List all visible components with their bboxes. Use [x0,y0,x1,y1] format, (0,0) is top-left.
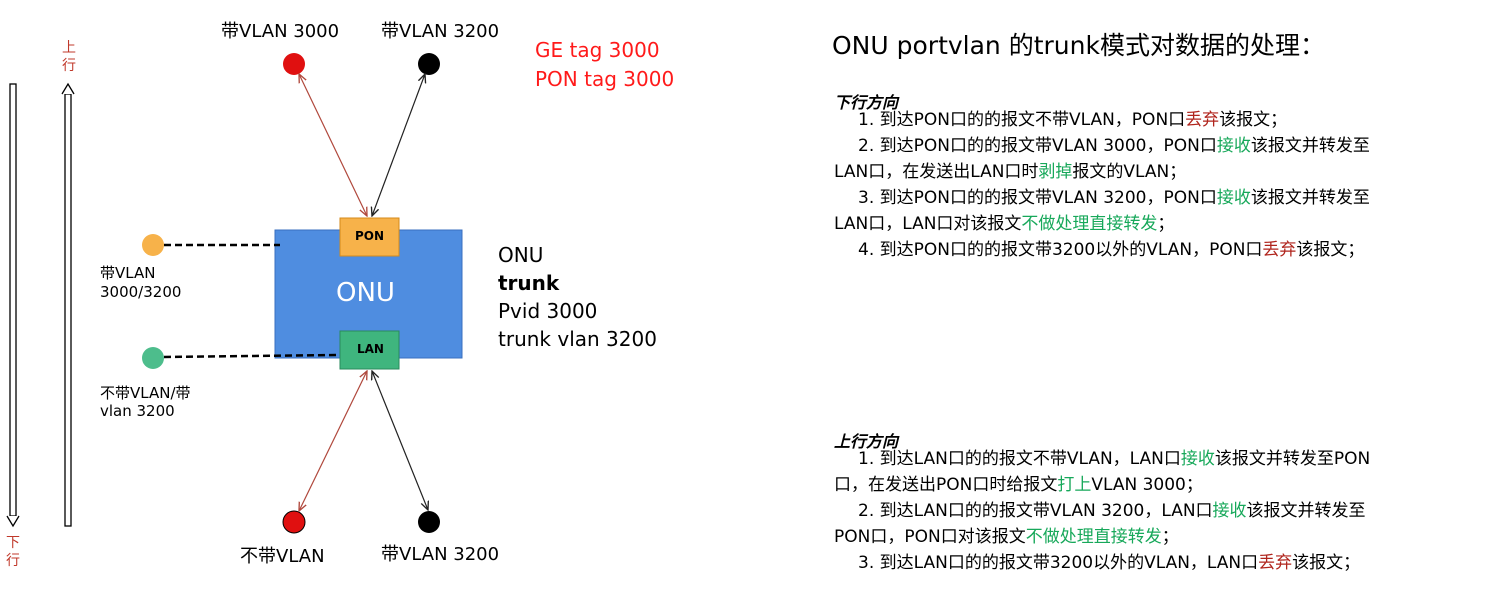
lower-side-node-label-1: 不带VLAN/带 [100,384,191,402]
bottom-left-red-node [282,510,306,534]
top-left-red-node [283,53,305,75]
downlink-rule-3-cont-action: 不做处理直接转发 [1021,214,1158,234]
uplink-rule-1-tail: 该报文并转发至PON [1214,449,1371,469]
onu-info-line1: ONU [498,243,544,267]
downlink-rule-3-text: 3. 到达PON口的的报文带VLAN 3200，PON口 [858,188,1217,208]
uplink-rule-2: 2. 到达LAN口的的报文带VLAN 3200，LAN口接收该报文并转发至 [834,498,1484,524]
downlink-rule-4: 4. 到达PON口的的报文带3200以外的VLAN，PON口丢弃该报文； [834,237,1484,263]
lower-dashed-link [163,353,341,359]
top-left-node-label: 带VLAN 3000 [221,21,340,42]
downlink-rule-4-action: 丢弃 [1262,240,1297,260]
uplink-rule-2-cont-text: PON口，PON口对该报文 [834,527,1026,547]
upper-side-node-label-2: 3000/3200 [100,283,182,301]
downlink-rule-2-cont-action: 剥掉 [1038,162,1073,182]
downlink-rule-3-cont: LAN口，LAN口对该报文不做处理直接转发； [834,211,1484,237]
downlink-rule-1-text: 1. 到达PON口的的报文不带VLAN，PON口 [858,110,1186,130]
downlink-rule-2-text: 2. 到达PON口的的报文带VLAN 3000，PON口 [858,136,1217,156]
onu-info: ONU trunk Pvid 3000 trunk vlan 3200 [498,241,657,353]
bottom-right-black-node [418,511,440,533]
downlink-rule-2-action: 接收 [1216,136,1251,156]
downlink-rule-3-action: 接收 [1216,188,1251,208]
onu-box-label: ONU [336,278,395,308]
bottom-left-arrow [299,371,367,511]
pon-port [339,217,400,257]
uplink-rule-1-cont-tail: VLAN 3000； [1091,475,1203,495]
onu-info-line3: Pvid 3000 [498,299,598,323]
upper-side-orange-node [142,234,164,256]
downlink-rule-3-tail: 该报文并转发至 [1250,188,1370,208]
downlink-rules: 1. 到达PON口的的报文不带VLAN，PON口丢弃该报文； 2. 到达PON口… [834,107,1484,263]
uplink-rule-1-cont: 口，在发送出PON口时给报文打上VLAN 3000； [834,472,1484,498]
uplink-rule-3: 3. 到达LAN口的的报文带3200以外的VLAN，LAN口丢弃该报文； [834,550,1484,576]
bottom-left-node-label: 不带VLAN [240,546,325,567]
top-left-arrow [299,74,367,216]
downlink-label-2: 行 [6,553,20,569]
downlink-arrow [6,83,20,528]
lan-port-label: LAN [357,342,384,356]
downlink-rule-3-cont-tail: ； [1157,214,1175,234]
onu-info-line2: trunk [498,271,560,295]
uplink-label-2: 行 [62,58,76,74]
uplink-rule-2-text: 2. 到达LAN口的的报文带VLAN 3200，LAN口 [858,501,1213,521]
bottom-right-arrow [372,371,428,510]
uplink-rule-2-cont: PON口，PON口对该报文不做处理直接转发； [834,524,1484,550]
pon-port-label: PON [355,229,385,243]
downlink-rule-2-tail: 该报文并转发至 [1250,136,1370,156]
uplink-rule-3-action: 丢弃 [1258,553,1293,573]
uplink-rule-1-action: 接收 [1180,449,1215,469]
uplink-arrow [61,82,75,527]
top-right-node-label: 带VLAN 3200 [381,21,500,42]
onu-diagram [6,53,463,534]
uplink-rule-2-tail: 该报文并转发至 [1246,501,1366,521]
uplink-rules: 1. 到达LAN口的的报文不带VLAN，LAN口接收该报文并转发至PON 口，在… [834,446,1484,576]
downlink-rule-2: 2. 到达PON口的的报文带VLAN 3000，PON口接收该报文并转发至 [834,133,1484,159]
pon-tag-label: PON tag 3000 [535,67,675,91]
uplink-rule-2-cont-action: 不做处理直接转发 [1025,527,1162,547]
bottom-right-node-label: 带VLAN 3200 [381,544,500,565]
uplink-rule-2-action: 接收 [1212,501,1247,521]
uplink-label-1: 上 [62,40,76,56]
uplink-rule-1: 1. 到达LAN口的的报文不带VLAN，LAN口接收该报文并转发至PON [834,446,1484,472]
downlink-rule-3: 3. 到达PON口的的报文带VLAN 3200，PON口接收该报文并转发至 [834,185,1484,211]
uplink-heading: 上行方向 [834,432,899,451]
downlink-rule-4-text: 4. 到达PON口的的报文带3200以外的VLAN，PON口 [858,240,1263,260]
lower-side-node-label-2: vlan 3200 [100,402,175,420]
downlink-rule-2-cont-text: LAN口，在发送出LAN口时 [834,162,1039,182]
uplink-rule-3-tail: 该报文； [1292,553,1361,573]
upper-side-node-label-1: 带VLAN [100,264,156,282]
uplink-rule-2-cont-tail: ； [1161,527,1179,547]
top-right-arrow [372,74,425,216]
onu-info-line4: trunk vlan 3200 [498,327,657,351]
top-right-black-node [418,53,440,75]
uplink-rule-3-text: 3. 到达LAN口的的报文带3200以外的VLAN，LAN口 [858,553,1259,573]
downlink-rule-1-action: 丢弃 [1185,110,1220,130]
downlink-rule-1-tail: 该报文； [1219,110,1288,130]
lan-port [339,330,400,370]
ge-tag-label: GE tag 3000 [535,38,660,62]
uplink-rule-1-cont-text: 口，在发送出PON口时给报文 [834,475,1058,495]
uplink-rule-1-text: 1. 到达LAN口的的报文不带VLAN，LAN口 [858,449,1181,469]
downlink-label-1: 下 [6,535,20,551]
panel-title: ONU portvlan 的trunk模式对数据的处理： [832,31,1325,60]
downlink-rule-3-cont-text: LAN口，LAN口对该报文 [834,214,1022,234]
uplink-rule-1-cont-action: 打上 [1057,475,1092,495]
downlink-rule-4-tail: 该报文； [1296,240,1365,260]
lower-side-green-node [142,347,164,369]
downlink-rule-1: 1. 到达PON口的的报文不带VLAN，PON口丢弃该报文； [834,107,1484,133]
downlink-rule-2-cont-tail: 报文的VLAN； [1072,162,1187,182]
downlink-heading: 下行方向 [834,93,899,112]
downlink-rule-2-cont: LAN口，在发送出LAN口时剥掉报文的VLAN； [834,159,1484,185]
